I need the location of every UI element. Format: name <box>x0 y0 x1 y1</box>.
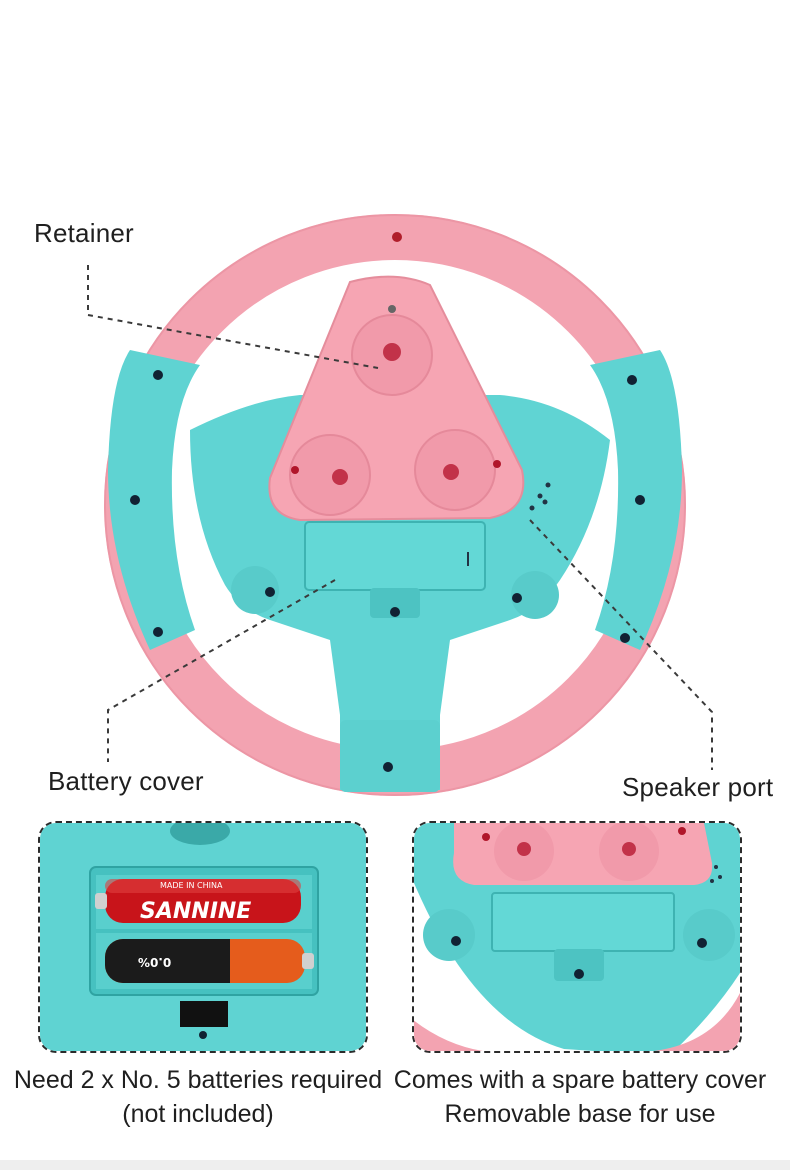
label-speaker-port: Speaker port <box>622 772 774 802</box>
battery-detail-panel: MADE IN CHINA SANNINE 0.0% <box>38 821 368 1053</box>
leader-lines <box>87 265 713 770</box>
speaker-holes <box>529 482 551 511</box>
label-retainer: Retainer <box>34 218 134 248</box>
caption-left-line2: (not included) <box>122 1100 274 1128</box>
battery-brand-text: SANNINE <box>140 899 252 924</box>
battery-cover <box>304 521 486 591</box>
caption-right-line2: Removable base for use <box>444 1100 716 1128</box>
suction-cups <box>289 305 501 516</box>
spare-cover-detail-panel <box>412 821 742 1053</box>
base-tab <box>340 720 440 792</box>
caption-right-line1: Comes with a spare battery cover <box>393 1066 767 1094</box>
bottom-strip <box>0 1160 790 1170</box>
steering-wheel-photo <box>87 214 713 796</box>
battery-small-text: MADE IN CHINA <box>160 881 223 890</box>
battery-mark-text: 0.0% <box>138 955 172 969</box>
caption-left-line1: Need 2 x No. 5 batteries required <box>13 1066 383 1094</box>
spare-cover-photo <box>414 823 740 1051</box>
label-battery-cover: Battery cover <box>48 766 204 796</box>
battery-compartment-photo <box>40 823 366 1051</box>
left-grip <box>108 350 200 650</box>
